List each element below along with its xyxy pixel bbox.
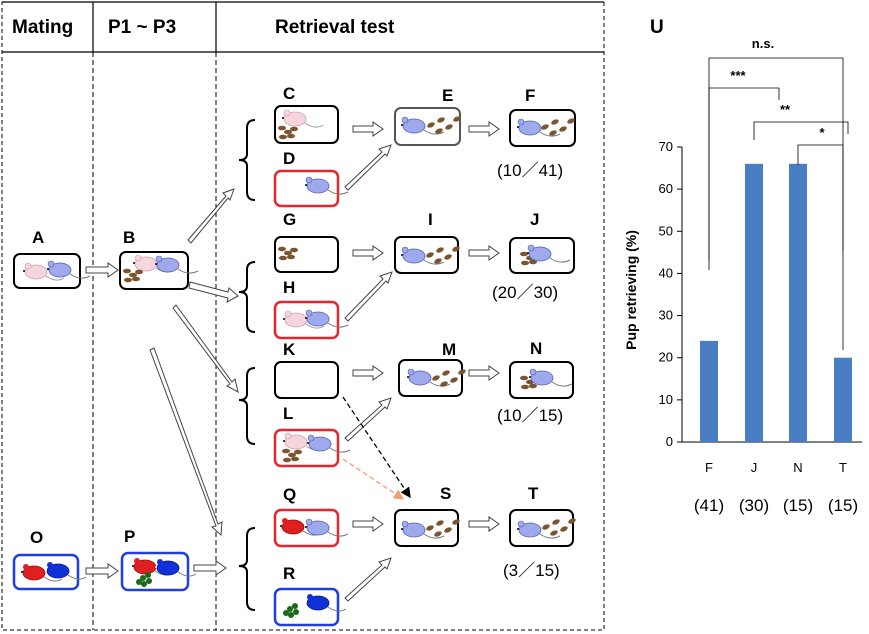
- arrow-i-j: [468, 245, 500, 261]
- bar-j: [745, 163, 763, 442]
- panel-label-k: K: [283, 340, 296, 359]
- y-tick-label: 70: [659, 139, 673, 154]
- panel-label-g: G: [283, 210, 296, 229]
- bar-n: [789, 163, 807, 442]
- arrow-b-qr: [149, 347, 223, 537]
- cage-i: [394, 236, 459, 274]
- y-tick-label: 50: [659, 223, 673, 238]
- arrow-m-n: [468, 365, 500, 381]
- bar-chart-u: U Pup retrieving (%) 0 10 20 30 40 50 60 70 F J N…: [623, 17, 862, 515]
- y-tick-label: 30: [659, 308, 673, 323]
- count-t: (3／15): [503, 561, 560, 580]
- arrow-l-m: [344, 397, 392, 442]
- arrow-b-cd: [187, 188, 235, 244]
- count-n: (10／15): [497, 406, 563, 425]
- arrow-q-s: [352, 516, 384, 532]
- arrow-d-e: [344, 144, 392, 191]
- x-tick-label: T: [839, 460, 847, 475]
- panel-label-o: O: [30, 528, 43, 547]
- x-tick-label: F: [705, 460, 713, 475]
- bar-t: [834, 357, 852, 442]
- panel-label-q: Q: [283, 485, 296, 504]
- count-j: (20／30): [492, 283, 558, 302]
- x-tick-label: N: [793, 460, 802, 475]
- significance-label: ***: [730, 68, 746, 83]
- cage-k: [274, 361, 339, 399]
- cage-g: [274, 236, 339, 273]
- dashed-arrow-k-s: [342, 396, 411, 499]
- panel-label-j: J: [530, 210, 539, 229]
- significance-bracket: [753, 121, 849, 140]
- header-retrieval-test: Retrieval test: [275, 17, 395, 38]
- y-tick-label: 20: [659, 350, 673, 365]
- significance-label: n.s.: [752, 36, 774, 51]
- arrow-k-m: [352, 365, 384, 381]
- panel-label-h: H: [283, 278, 295, 297]
- panel-label-u: U: [650, 17, 664, 38]
- arrow-b-kl: [172, 304, 239, 393]
- y-tick-label: 0: [666, 434, 673, 449]
- arrow-r-s: [344, 557, 392, 602]
- arrow-p-qr: [193, 560, 227, 576]
- significance-bracket: [797, 144, 844, 350]
- bar-f: [700, 340, 718, 442]
- arrow-b-gh: [188, 281, 239, 303]
- panel-label-d: D: [283, 149, 295, 168]
- arrow-c-e: [352, 121, 384, 137]
- significance-label: **: [780, 102, 791, 117]
- bracket-qr: [238, 527, 256, 611]
- panel-label-s: S: [440, 484, 451, 503]
- x-tick-label: J: [751, 460, 758, 475]
- arrow-a-b: [85, 262, 119, 278]
- y-tick-label: 60: [659, 181, 673, 196]
- panel-label-n: N: [530, 339, 542, 358]
- y-tick-label: 40: [659, 265, 673, 280]
- panel-label-b: B: [123, 228, 135, 247]
- arrow-o-p: [85, 563, 119, 579]
- y-tick-label: 10: [659, 392, 673, 407]
- panel-label-p: P: [124, 527, 135, 546]
- panel-label-t: T: [528, 484, 539, 503]
- panel-label-l: L: [283, 404, 293, 423]
- panel-label-i: I: [428, 210, 433, 229]
- significance-bracket: [708, 57, 844, 270]
- significance-label: *: [819, 125, 825, 140]
- bracket-kl: [238, 367, 256, 445]
- arrow-g-i: [352, 245, 384, 261]
- arrow-h-i: [344, 271, 393, 322]
- panel-label-a: A: [32, 228, 44, 247]
- cage-q: [273, 508, 340, 548]
- bracket-cd: [238, 119, 256, 201]
- count-f: (10／41): [497, 161, 563, 180]
- n-label: (15): [783, 496, 813, 515]
- panel-label-m: M: [442, 340, 456, 359]
- panel-label-f: F: [525, 86, 535, 105]
- panel-label-e: E: [442, 86, 453, 105]
- n-label: (30): [739, 496, 769, 515]
- n-label: (15): [828, 496, 858, 515]
- panel-label-r: R: [283, 564, 295, 583]
- dashed-arrow-l-s: [342, 458, 405, 500]
- n-label: (41): [694, 496, 724, 515]
- arrow-s-t: [468, 516, 500, 532]
- y-axis-label: Pup retrieving (%): [623, 230, 639, 350]
- bracket-gh: [238, 261, 256, 333]
- cage-o: [12, 553, 80, 591]
- header-mating: Mating: [12, 17, 73, 38]
- protocol-diagram: Mating P1 ~ P3 Retrieval test A B O P: [1, 1, 605, 631]
- arrow-e-f: [468, 121, 500, 137]
- significance-bracket: [708, 87, 780, 260]
- panel-label-c: C: [283, 84, 295, 103]
- header-p1-p3: P1 ~ P3: [108, 17, 176, 38]
